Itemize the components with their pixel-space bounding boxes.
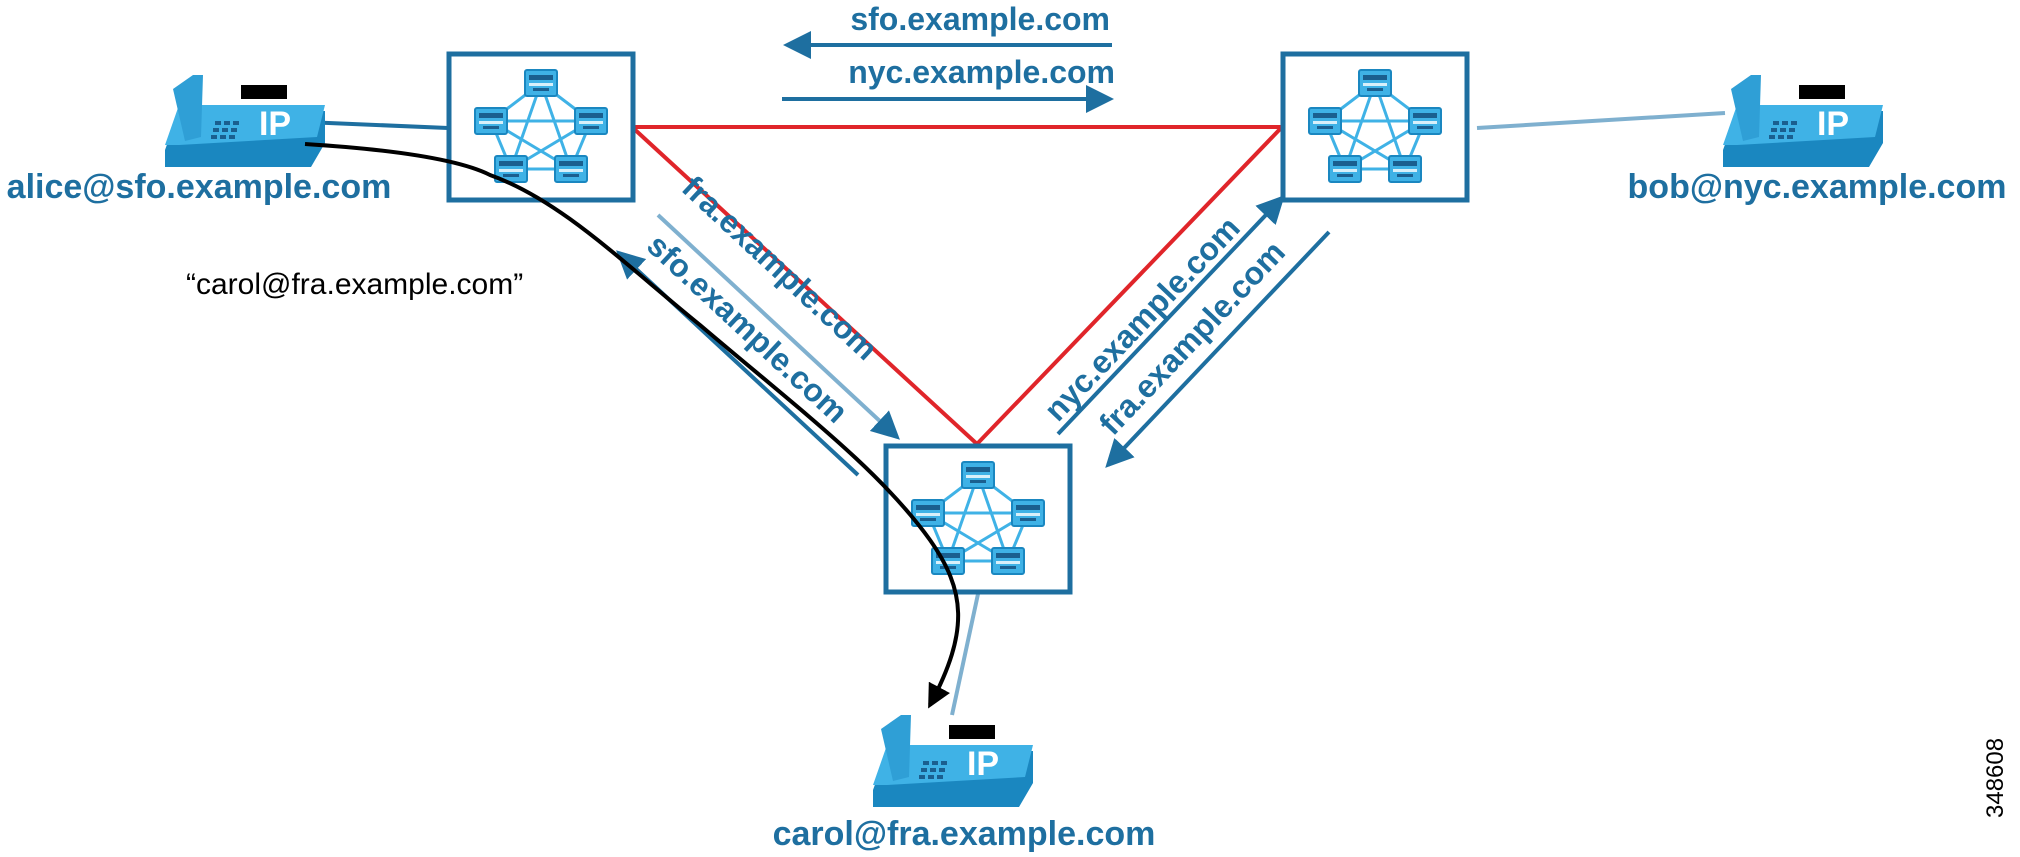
phone-bob: IP bbox=[1723, 75, 1883, 167]
phone-bob-badge: IP bbox=[1817, 105, 1849, 143]
link-alice-sfo bbox=[304, 120, 449, 130]
figure-id: 348608 bbox=[1982, 738, 2009, 818]
arrow-top-right-label: nyc.example.com bbox=[848, 54, 1115, 90]
cluster-nyc-icon bbox=[1283, 54, 1467, 200]
ip-phone-icon bbox=[1723, 75, 1883, 167]
arrow-top-left-label: sfo.example.com bbox=[850, 1, 1110, 37]
phone-alice-badge: IP bbox=[259, 105, 291, 143]
link-carol-fra bbox=[950, 593, 980, 716]
phone-alice: IP bbox=[165, 75, 325, 167]
trunk-nyc-fra bbox=[975, 125, 1284, 446]
ip-phone-icon bbox=[165, 75, 325, 167]
dialed-uri-label: “carol@fra.example.com” bbox=[186, 268, 523, 301]
cluster-sfo-icon bbox=[449, 54, 633, 200]
bob-label: bob@nyc.example.com bbox=[1628, 168, 2007, 206]
alice-label: alice@sfo.example.com bbox=[7, 168, 392, 206]
trunk-sfo-fra bbox=[630, 125, 979, 446]
phone-carol-badge: IP bbox=[967, 745, 999, 783]
link-bob-nyc bbox=[1476, 111, 1726, 130]
call-path bbox=[304, 142, 961, 709]
links bbox=[304, 111, 1726, 716]
carol-label: carol@fra.example.com bbox=[773, 815, 1156, 853]
phone-carol: IP bbox=[873, 715, 1033, 807]
arrow-right-down bbox=[1105, 230, 1331, 468]
arrow-right-up bbox=[1056, 195, 1285, 436]
arrow-left-down bbox=[656, 213, 900, 440]
ip-phone-icon bbox=[873, 715, 1033, 807]
